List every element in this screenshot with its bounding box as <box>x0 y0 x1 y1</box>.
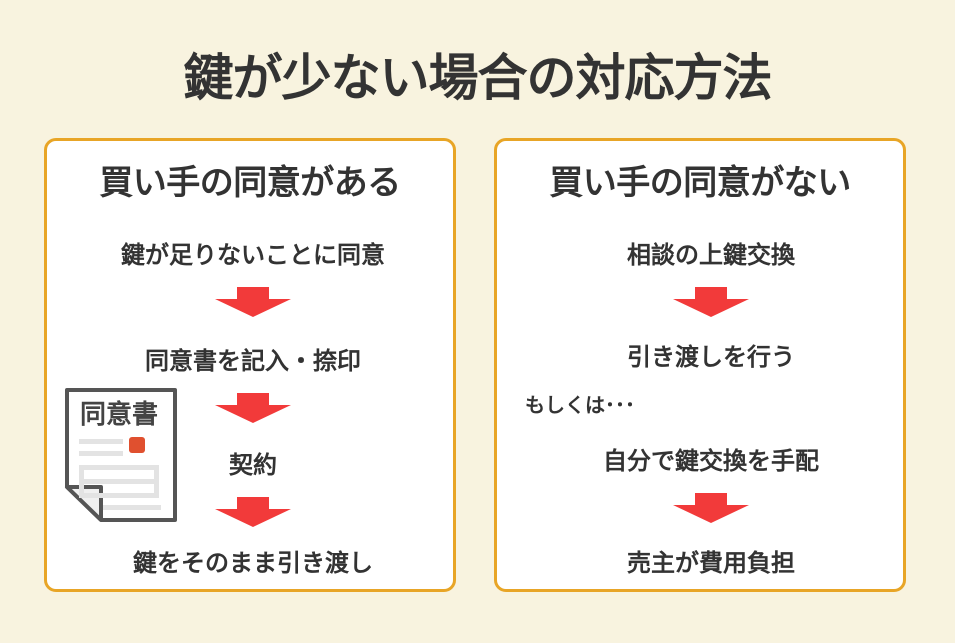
arrow-down-icon <box>215 287 291 317</box>
step-hand-over: 引き渡しを行う <box>627 343 795 371</box>
step-arrange-key-exchange: 自分で鍵交換を手配 <box>603 447 819 475</box>
step-sign-consent-form: 同意書を記入・捺印 <box>145 347 361 375</box>
arrow-down-icon <box>215 497 291 527</box>
panel-heading: 買い手の同意がない <box>549 163 851 203</box>
arrow-down-icon <box>215 393 291 423</box>
step-consult-key-exchange: 相談の上鍵交換 <box>627 241 795 269</box>
page-title: 鍵が少ない場合の対応方法 <box>183 49 773 107</box>
step-contract: 契約 <box>229 451 277 479</box>
step-seller-pays: 売主が費用負担 <box>627 549 795 577</box>
panel-heading: 買い手の同意がある <box>99 163 401 203</box>
arrow-down-icon <box>673 493 749 523</box>
document-icon: 同意書 <box>65 388 177 522</box>
step-agree-shortage: 鍵が足りないことに同意 <box>121 241 385 269</box>
alternative-label: もしくは･･･ <box>525 393 635 417</box>
panel-with-consent: 買い手の同意がある 鍵が足りないことに同意 同意書を記入・捺印 契約 鍵をそのま… <box>44 138 456 592</box>
step-hand-over-keys: 鍵をそのまま引き渡し <box>133 549 373 577</box>
document-icon-label: 同意書 <box>80 399 158 430</box>
arrow-down-icon <box>673 287 749 317</box>
panel-without-consent: 買い手の同意がない 相談の上鍵交換 引き渡しを行う もしくは･･･ 自分で鍵交換… <box>494 138 906 592</box>
